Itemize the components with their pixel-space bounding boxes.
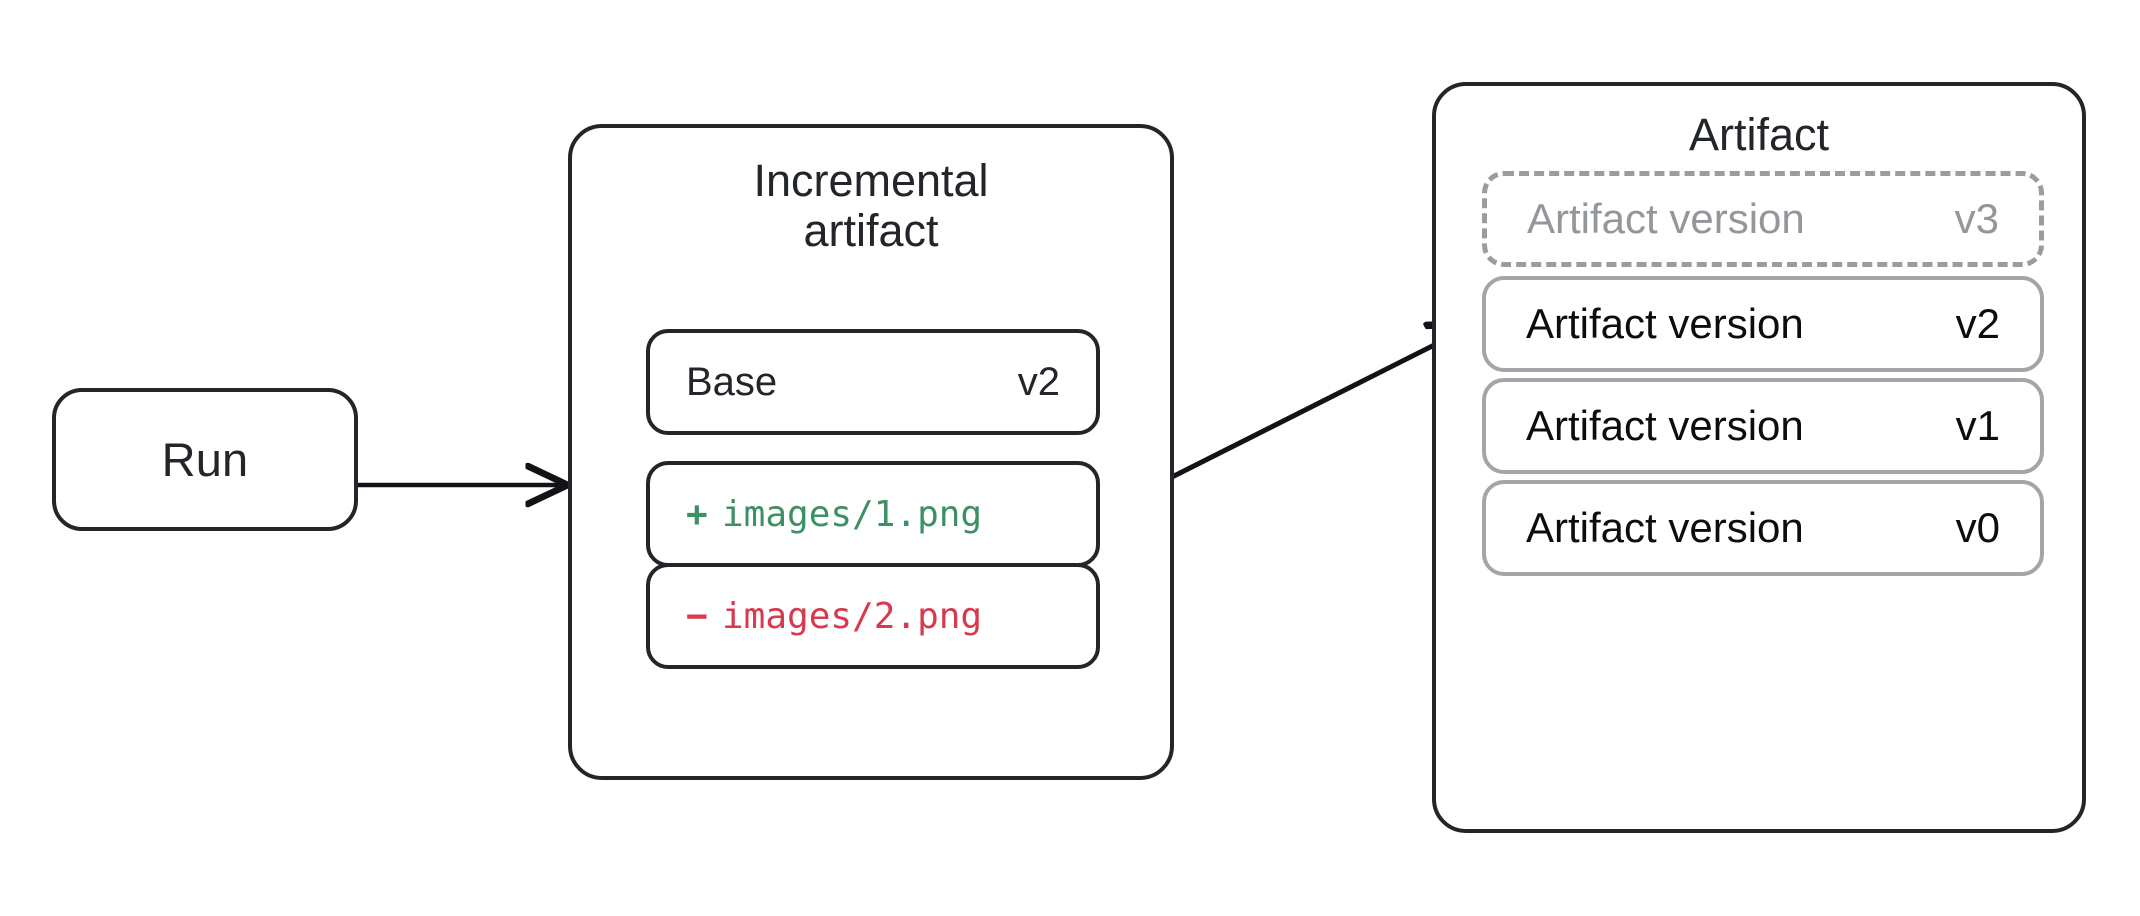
edge-incremental-to-artifact [1170, 325, 1474, 480]
incremental-base-row[interactable]: Base v2 [646, 329, 1100, 435]
incremental-change-added-path: images/1.png [722, 493, 983, 535]
plus-icon: + [686, 493, 708, 535]
artifact-version-value: v3 [1954, 195, 1999, 242]
artifact-version-value: v2 [1955, 300, 2000, 347]
artifact-version-label: Artifact version [1527, 195, 1805, 242]
incremental-change-removed[interactable]: − images/2.png [646, 563, 1100, 669]
incremental-change-removed-path: images/2.png [722, 595, 983, 637]
incremental-base-label: Base [686, 359, 778, 404]
artifact-version-label: Artifact version [1526, 300, 1804, 347]
run-node[interactable]: Run [52, 388, 358, 531]
artifact-version-label: Artifact version [1526, 504, 1804, 551]
incremental-change-added[interactable]: + images/1.png [646, 461, 1100, 567]
incremental-artifact-title: Incremental artifact [753, 155, 989, 257]
incremental-base-version: v2 [1017, 359, 1060, 404]
artifact-node[interactable]: Artifact Artifact version v3 Artifact ve… [1432, 82, 2086, 833]
artifact-version-row-v0[interactable]: Artifact version v0 [1482, 480, 2044, 576]
run-label: Run [161, 433, 249, 486]
artifact-version-row-v2[interactable]: Artifact version v2 [1482, 276, 2044, 372]
artifact-title: Artifact [1688, 109, 1830, 160]
artifact-version-label: Artifact version [1526, 402, 1804, 449]
incremental-artifact-node[interactable]: Incremental artifact Base v2 + images/1.… [568, 124, 1174, 780]
artifact-version-row-v3[interactable]: Artifact version v3 [1482, 171, 2044, 267]
minus-icon: − [686, 595, 708, 637]
artifact-version-value: v0 [1955, 504, 2000, 551]
artifact-version-value: v1 [1955, 402, 2000, 449]
artifact-version-row-v1[interactable]: Artifact version v1 [1482, 378, 2044, 474]
